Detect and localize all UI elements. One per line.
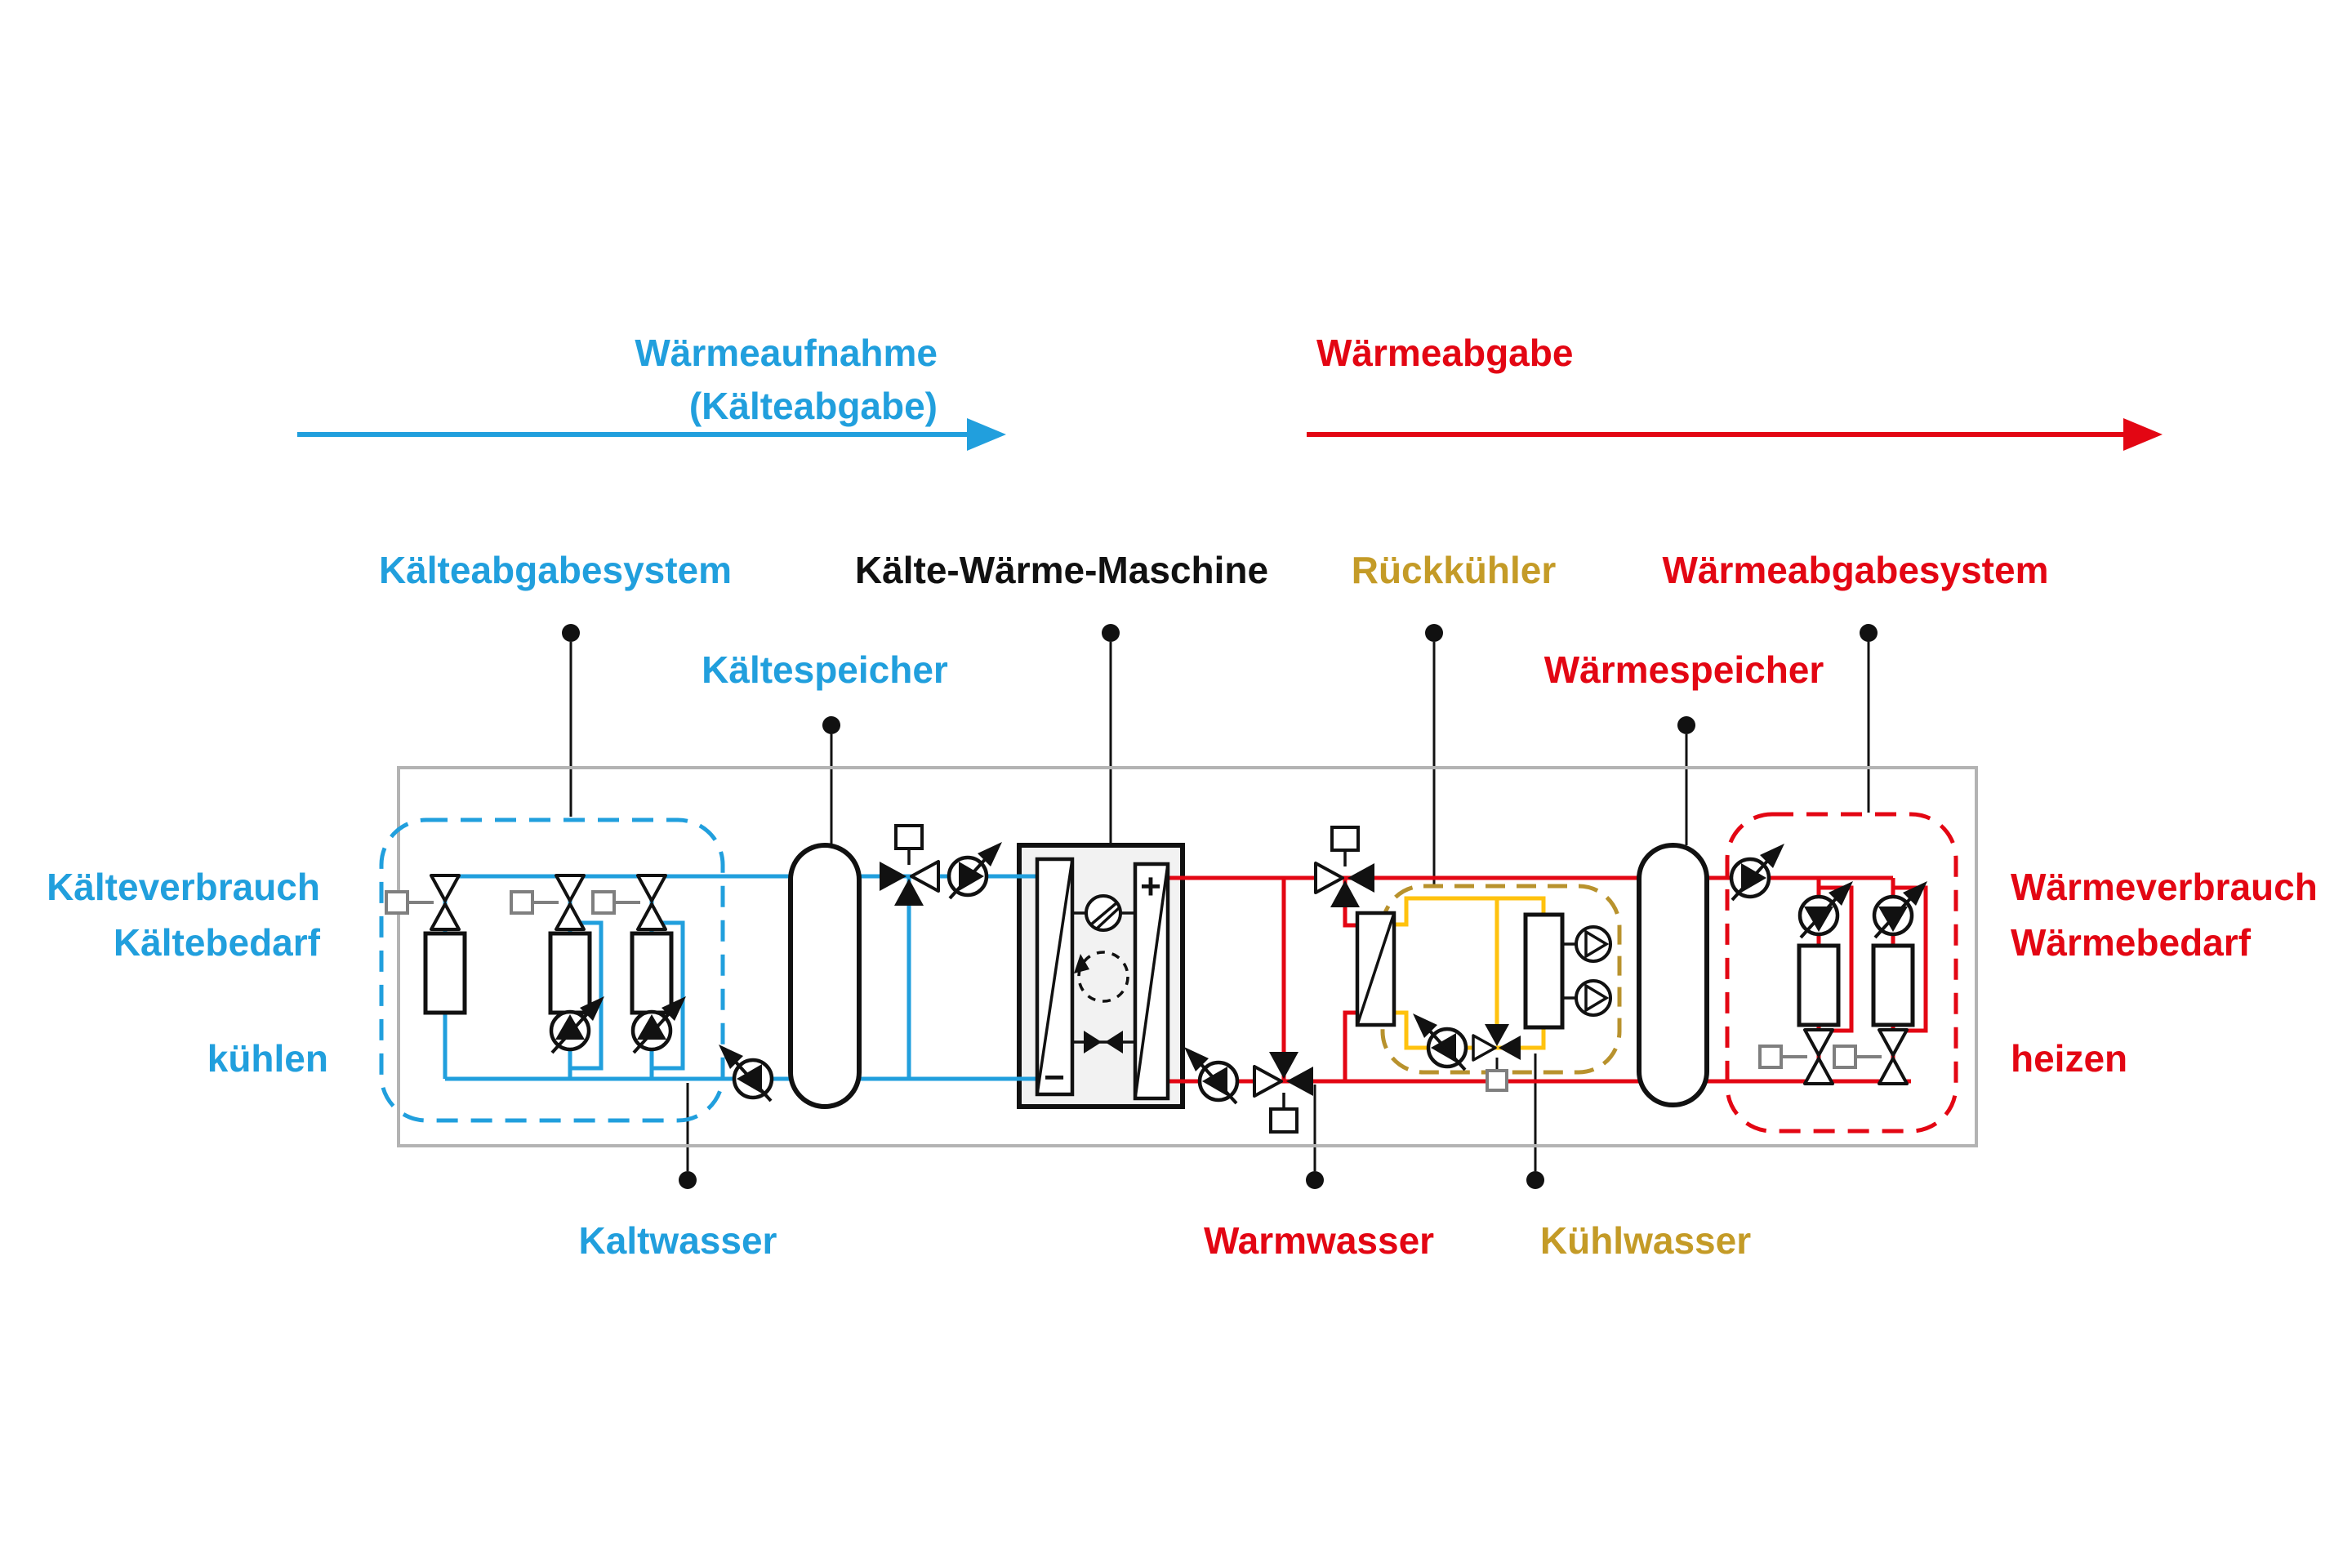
cooling-arrow-head bbox=[967, 418, 1006, 451]
cold-distribution-system bbox=[385, 874, 686, 1053]
warm-supply-three-way-valve-icon bbox=[1314, 826, 1374, 907]
cooling-consumer1 bbox=[423, 931, 467, 1015]
system-boundary-box bbox=[397, 766, 1978, 1147]
evaporator-minus-sign: − bbox=[1044, 1058, 1065, 1098]
dot-heat-storage bbox=[1677, 716, 1695, 734]
side-labels-left: Kälteverbrauch Kältebedarf kühlen bbox=[47, 866, 328, 1080]
refrigerant-cycle-icon bbox=[1074, 951, 1129, 1003]
heat-distribution-system bbox=[1758, 881, 1927, 1085]
flow-cooling-label-line2: (Kälteabgabe) bbox=[689, 385, 938, 427]
dot-warm-water bbox=[1306, 1171, 1324, 1189]
label-cold-distribution-system: Kälteabgabesystem bbox=[379, 549, 732, 591]
dot-cooling-water bbox=[1526, 1171, 1544, 1189]
cooling-water-pump-icon bbox=[1413, 1013, 1466, 1070]
cooling-supply-pipe bbox=[1394, 896, 1546, 927]
cold-return-pump-icon bbox=[719, 1045, 772, 1101]
heat-cold-machine: + − bbox=[1035, 857, 1170, 1101]
label-machine: Kälte-Wärme-Maschine bbox=[855, 549, 1268, 591]
consumer2-control-valve-icon bbox=[510, 874, 586, 931]
expansion-valve-icon bbox=[1084, 1031, 1123, 1054]
flow-cooling-label-line1: Wärmeaufnahme bbox=[635, 332, 938, 374]
dry-cooler bbox=[1523, 912, 1565, 1030]
condenser-plus-sign: + bbox=[1140, 866, 1161, 906]
label-warm-water: Warmwasser bbox=[1204, 1219, 1434, 1262]
recooler-hx-return bbox=[1343, 1010, 1357, 1081]
dot-cold-distribution bbox=[562, 624, 580, 642]
dot-cold-water bbox=[679, 1171, 697, 1189]
label-heating-mode: heizen bbox=[2011, 1037, 2127, 1080]
radiator2-bypass bbox=[1893, 885, 1928, 1033]
heat-storage-tank bbox=[1637, 843, 1709, 1107]
label-heat-storage: Wärmespeicher bbox=[1544, 648, 1824, 691]
radiator2 bbox=[1871, 943, 1915, 1027]
label-cold-consumption: Kälteverbrauch bbox=[47, 866, 320, 908]
cold-supply-pump-icon bbox=[949, 842, 1002, 898]
heat-supply-pump-icon bbox=[1731, 844, 1784, 900]
label-recooler: Rückkühler bbox=[1352, 549, 1557, 591]
warm-return-pump-icon bbox=[1184, 1047, 1237, 1103]
label-heat-demand: Wärmebedarf bbox=[2011, 921, 2252, 964]
dot-cold-storage bbox=[822, 716, 840, 734]
dot-heat-distribution bbox=[1860, 624, 1878, 642]
recooler-hx-diagonal bbox=[1356, 912, 1396, 1026]
cold-three-way-valve-icon bbox=[880, 824, 940, 906]
compressor-icon bbox=[1085, 894, 1122, 932]
flow-arrow-cooling: Wärmeaufnahme (Kälteabgabe) bbox=[297, 332, 1006, 451]
heat-distribution-boundary bbox=[1725, 812, 1958, 1134]
flow-arrow-heating: Wärmeabgabe bbox=[1307, 332, 2163, 451]
evaporator-hx-diagonal bbox=[1036, 858, 1074, 1095]
fan2-icon bbox=[1575, 979, 1612, 1017]
label-cooling-mode: kühlen bbox=[207, 1037, 328, 1080]
cooling-consumer2 bbox=[548, 931, 592, 1015]
leader-lines bbox=[569, 642, 1870, 1171]
consumer3-bypass bbox=[652, 920, 685, 1071]
flow-heating-label: Wärmeabgabe bbox=[1316, 332, 1573, 374]
cold-storage-tank bbox=[788, 843, 862, 1109]
radiator1-bypass bbox=[1819, 885, 1854, 1033]
side-labels-right: Wärmeverbrauch Wärmebedarf heizen bbox=[2011, 866, 2318, 1080]
label-cold-storage: Kältespeicher bbox=[702, 648, 948, 691]
fan1-icon bbox=[1575, 925, 1612, 963]
leader-dots bbox=[562, 624, 1878, 1189]
consumer2-bypass bbox=[570, 920, 604, 1071]
cooling-consumer3 bbox=[630, 931, 674, 1015]
label-cold-water: Kaltwasser bbox=[579, 1219, 777, 1262]
cold-distribution-boundary bbox=[379, 817, 725, 1123]
dot-recooler bbox=[1425, 624, 1443, 642]
recooler-boundary bbox=[1380, 884, 1622, 1075]
label-heat-consumption: Wärmeverbrauch bbox=[2011, 866, 2318, 908]
cooling-three-way-valve-icon bbox=[1472, 1024, 1521, 1092]
heating-arrow-head bbox=[2123, 418, 2163, 451]
cooling-return-pipe bbox=[1394, 1010, 1546, 1050]
consumer3-control-valve-icon bbox=[591, 874, 667, 931]
warm-return-three-way-valve-icon bbox=[1253, 1052, 1313, 1134]
label-cold-demand: Kältebedarf bbox=[114, 921, 321, 964]
radiator1-control-valve-icon bbox=[1758, 1028, 1834, 1085]
cooling-water-pipes bbox=[1394, 896, 1546, 1050]
radiator1 bbox=[1797, 943, 1841, 1027]
recooler-circuit bbox=[1355, 911, 1612, 1092]
label-heat-distribution-system: Wärmeabgabesystem bbox=[1663, 549, 2049, 591]
radiator2-control-valve-icon bbox=[1833, 1028, 1909, 1085]
dot-machine bbox=[1102, 624, 1120, 642]
label-cooling-water: Kühlwasser bbox=[1540, 1219, 1751, 1262]
condenser-hx-diagonal bbox=[1134, 863, 1169, 1099]
